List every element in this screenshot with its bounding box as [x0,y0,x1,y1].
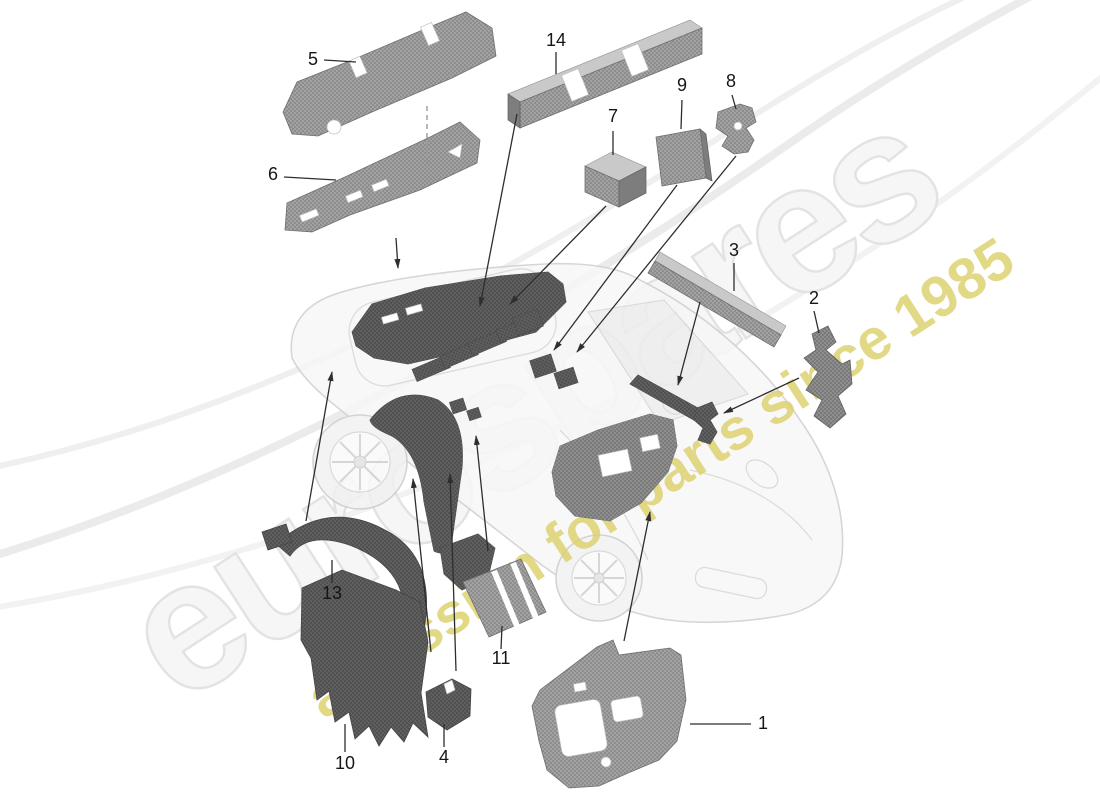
part-2-shape [803,325,853,429]
car-rear-wheel [312,414,408,510]
callout-6: 6 [268,164,278,184]
part-3-shape [647,251,787,348]
car-headlight [745,459,779,489]
part-14-shape [507,19,703,129]
part-6-shape [284,121,481,233]
car-front-wheel [555,534,643,622]
callout-3: 3 [729,240,739,260]
part-7-shape [584,151,647,208]
installed-bracket [693,401,719,445]
part-4-shape [425,678,472,731]
part-8-shape [715,103,757,155]
part-11-shape [462,558,547,638]
callout-8: 8 [726,71,736,91]
callout-11: 11 [492,648,511,668]
part-1-shape [531,639,687,789]
callout-13: 13 [322,583,342,603]
callout-7: 7 [608,106,618,126]
callout-1: 1 [758,713,768,733]
installed-deck-liner [351,271,567,365]
exploded-parts [261,11,853,789]
callout-10: 10 [335,753,355,773]
callout-14: 14 [546,30,566,50]
callout-2: 2 [809,288,819,308]
part-5-shape [282,11,497,137]
part-10-shape [300,569,429,747]
callout-9: 9 [677,75,687,95]
leader-lines [283,52,820,752]
callout-4: 4 [439,747,449,767]
callout-5: 5 [308,49,318,69]
installed-floor-strips [411,308,544,383]
part-9-shape [655,128,713,187]
